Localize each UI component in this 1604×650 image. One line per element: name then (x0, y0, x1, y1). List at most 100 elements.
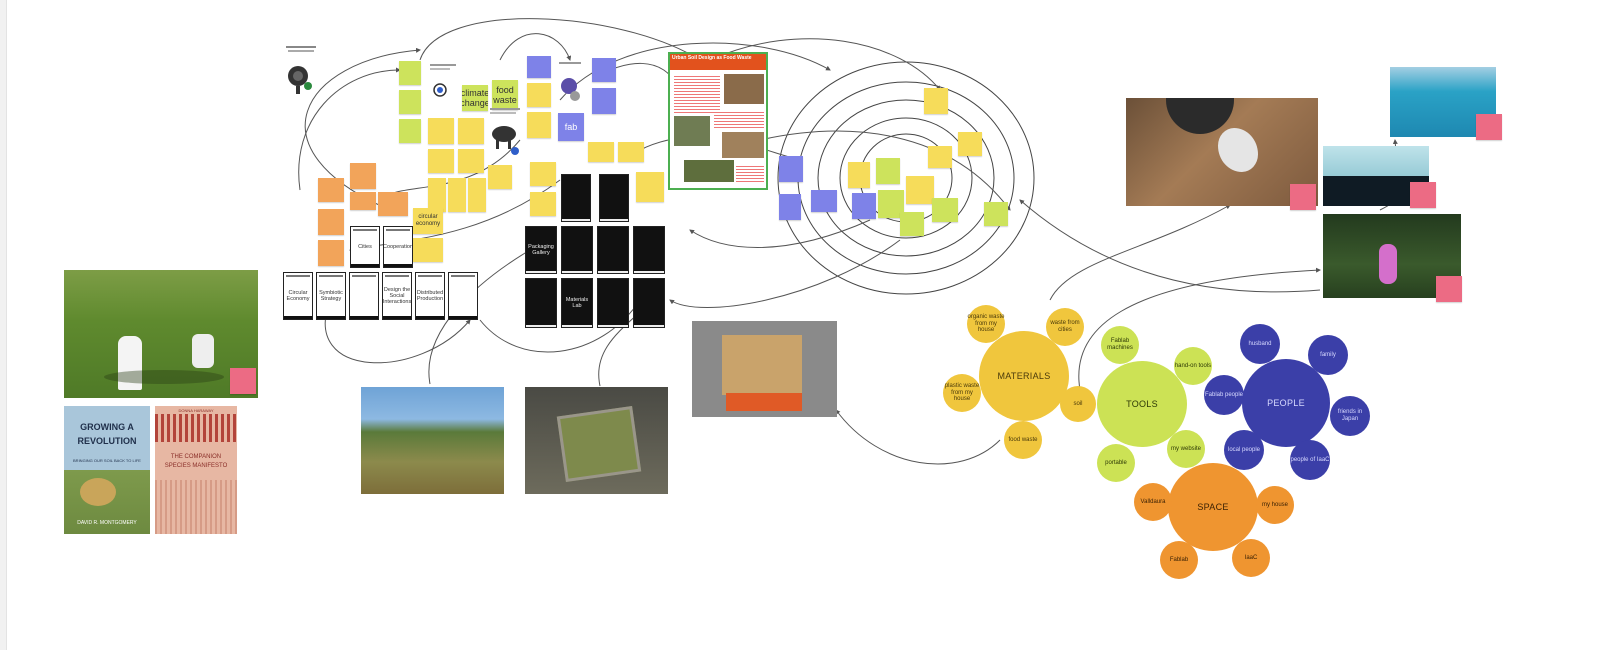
card-cooperation[interactable]: Cooperation (383, 226, 413, 268)
photo-farmer-field[interactable] (64, 270, 258, 398)
card-dark[interactable] (597, 278, 629, 328)
bubble-fablab-machines[interactable]: Fablab machines (1101, 326, 1139, 364)
card-supply-chain[interactable] (349, 272, 379, 320)
sticky-note[interactable] (318, 209, 344, 235)
sticky-note[interactable] (488, 165, 512, 189)
sticky-note[interactable] (592, 58, 616, 82)
bubble-hand-on-tools[interactable]: hand-on tools (1174, 347, 1212, 385)
sticky-note[interactable] (399, 119, 421, 143)
card-distributed-production[interactable]: Distributed Production (415, 272, 445, 320)
bubble-husband[interactable]: husband (1240, 324, 1280, 364)
bubble-food-waste[interactable]: food waste (1004, 421, 1042, 459)
bubble-fablab-people[interactable]: Fablab people (1204, 375, 1244, 415)
sticky-note[interactable] (530, 192, 556, 216)
sticky-circular-economy[interactable]: circular economy (413, 208, 443, 234)
book-growing-a-revolution[interactable]: GROWING A REVOLUTION BRINGING OUR SOIL B… (64, 406, 150, 534)
card-dark[interactable] (599, 174, 629, 222)
card-cities[interactable]: Cities (350, 226, 380, 268)
sticky-note[interactable] (779, 156, 803, 182)
sticky-note[interactable] (848, 162, 870, 188)
sticky-note[interactable] (318, 240, 344, 266)
sticky-note[interactable] (458, 118, 484, 144)
sticky-note[interactable] (878, 190, 904, 218)
sticky-note[interactable] (592, 88, 616, 114)
photo-compost-tray[interactable] (525, 387, 668, 494)
sticky-note[interactable] (779, 194, 801, 220)
bubble-valldaura[interactable]: Valldaura (1134, 483, 1172, 521)
sticky-note[interactable] (1410, 182, 1436, 208)
sticky-fab[interactable]: fab (558, 113, 584, 141)
sticky-note[interactable] (1476, 114, 1502, 140)
card-symbiotic-strategy[interactable]: Symbiotic Strategy (316, 272, 346, 320)
bubble-plastic-waste[interactable]: plastic waste from my house (943, 374, 981, 412)
bubble-people-of-iaac[interactable]: people of IaaC (1290, 440, 1330, 480)
poster-frame[interactable]: Urban Soil Design as Food Waste (668, 52, 768, 190)
sticky-note[interactable] (928, 146, 952, 168)
sticky-note[interactable] (984, 202, 1008, 226)
sticky-note[interactable] (852, 193, 876, 219)
photo-pouring-powder[interactable] (1126, 98, 1318, 206)
card-circular-economy[interactable]: Circular Economy (283, 272, 313, 320)
bubble-family[interactable]: family (1308, 335, 1348, 375)
photo-plant-box[interactable] (692, 321, 837, 417)
bubble-fablab[interactable]: Fablab (1160, 541, 1198, 579)
sticky-note[interactable] (636, 172, 664, 202)
bubble-materials[interactable]: MATERIALS (979, 331, 1069, 421)
sticky-food-waste[interactable]: food waste (492, 80, 518, 110)
sticky-note[interactable] (378, 192, 408, 216)
sticky-note[interactable] (924, 88, 948, 114)
bubble-my-website[interactable]: my website (1167, 430, 1205, 468)
card-education[interactable] (448, 272, 478, 320)
bubble-portable[interactable]: portable (1097, 444, 1135, 482)
sticky-note[interactable] (448, 178, 466, 212)
sticky-note[interactable] (318, 178, 344, 202)
card-packaging-gallery[interactable]: Packaging Gallery (525, 226, 557, 274)
sticky-note[interactable] (618, 142, 644, 162)
sticky-note[interactable] (527, 56, 551, 78)
card-dark[interactable] (561, 226, 593, 274)
bubble-iaac[interactable]: IaaC (1232, 539, 1270, 577)
sticky-note[interactable] (811, 190, 837, 212)
card-dark[interactable] (633, 278, 665, 328)
sticky-note[interactable] (399, 90, 421, 114)
card-design-social[interactable]: Design the Social Interactions (382, 272, 412, 320)
bubble-space[interactable]: SPACE (1168, 463, 1258, 551)
sticky-note[interactable] (932, 198, 958, 222)
book-companion-species[interactable]: DONNA HARAWAY THE COMPANION SPECIES MANI… (155, 406, 237, 534)
bubble-local-people[interactable]: local people (1224, 430, 1264, 470)
bubble-my-house[interactable]: my house (1256, 486, 1294, 524)
sticky-note[interactable] (350, 163, 376, 189)
bubble-soil[interactable]: soil (1060, 386, 1096, 422)
card-dark[interactable] (597, 226, 629, 274)
sticky-note[interactable] (230, 368, 256, 394)
sticky-note[interactable] (906, 176, 934, 204)
sticky-note[interactable] (1436, 276, 1462, 302)
bubble-organic-waste[interactable]: organic waste from my house (967, 305, 1005, 343)
card-dark[interactable] (561, 174, 591, 222)
sticky-note[interactable] (876, 158, 900, 184)
sticky-note[interactable] (350, 192, 376, 210)
sticky-note[interactable] (900, 212, 924, 236)
sticky-note[interactable] (588, 142, 614, 162)
sticky-note[interactable] (1290, 184, 1316, 210)
sticky-note[interactable] (428, 118, 454, 144)
sticky-note[interactable] (958, 132, 982, 156)
bubble-tools[interactable]: TOOLS (1097, 361, 1187, 447)
sticky-note[interactable] (468, 178, 486, 212)
bubble-friends-in-japan[interactable]: friends in Japan (1330, 396, 1370, 436)
bubble-people[interactable]: PEOPLE (1242, 359, 1330, 447)
bubble-waste-from-cities[interactable]: waste from cities (1046, 308, 1084, 346)
sticky-note[interactable] (413, 238, 443, 262)
card-dark[interactable] (633, 226, 665, 274)
sticky-note[interactable] (428, 178, 446, 212)
sticky-note[interactable] (530, 162, 556, 186)
photo-coast-field[interactable] (361, 387, 504, 494)
card-dark[interactable] (525, 278, 557, 328)
card-materials-lab[interactable]: Materials Lab (561, 278, 593, 328)
sticky-climate-change[interactable]: climate change (462, 85, 488, 111)
sticky-note[interactable] (527, 83, 551, 107)
sticky-note[interactable] (527, 112, 551, 138)
sticky-note[interactable] (458, 149, 484, 173)
sticky-note[interactable] (399, 61, 421, 85)
